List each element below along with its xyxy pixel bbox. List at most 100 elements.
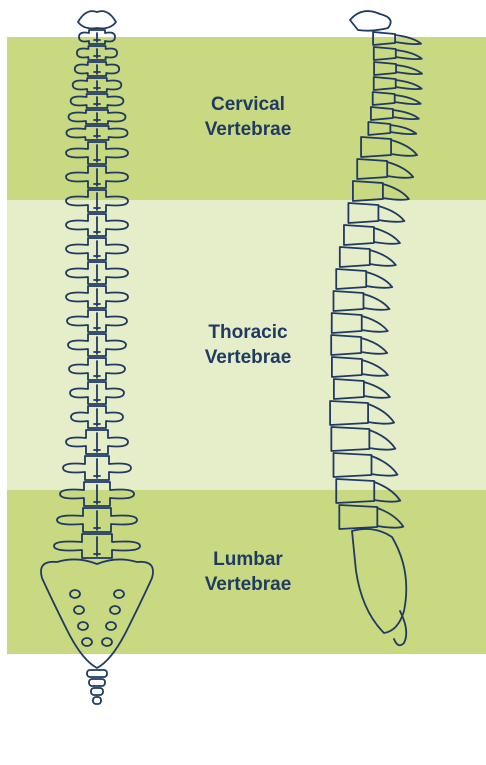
spinous-process-lateral — [366, 272, 392, 288]
coccyx-segment — [89, 679, 105, 686]
spinous-process — [94, 337, 100, 354]
thoracic-label-line1: Thoracic — [180, 320, 316, 345]
posterior-spine-view — [41, 11, 153, 704]
vertebra-lateral — [333, 291, 363, 311]
spinous-process-lateral — [377, 508, 403, 528]
lumbar-label: Lumbar Vertebrae — [180, 547, 316, 597]
atlas-top — [78, 11, 116, 28]
coccyx-segment — [91, 688, 103, 695]
spinous-process-lateral — [362, 360, 388, 376]
spinous-process-lateral — [387, 162, 413, 178]
vertebra-lateral — [332, 357, 362, 377]
coccyx-segment — [93, 697, 101, 704]
vertebra-lateral — [336, 479, 374, 503]
sacral-foramen — [102, 638, 112, 646]
vertebra-lateral — [339, 505, 377, 529]
vertebra-lateral — [336, 269, 366, 289]
spinous-process-lateral — [383, 184, 409, 200]
vertebra-lateral — [371, 107, 393, 120]
spinous-process — [94, 217, 100, 234]
spinous-process — [94, 193, 100, 210]
spinous-process-lateral — [374, 482, 400, 502]
cervical-label-line2: Vertebrae — [180, 117, 316, 142]
spinous-process — [94, 265, 100, 282]
sacral-foramen — [110, 606, 120, 614]
spinous-process — [94, 145, 100, 162]
sacral-foramen — [78, 622, 88, 630]
lumbar-label-line1: Lumbar — [180, 547, 316, 572]
spinous-process-lateral — [364, 382, 390, 398]
spinous-process-lateral — [378, 206, 404, 222]
spinous-process — [94, 433, 100, 452]
spinous-process-lateral — [390, 125, 416, 134]
sacral-foramen — [70, 590, 80, 598]
vertebra-lateral — [374, 62, 396, 75]
vertebra-lateral — [373, 32, 395, 45]
spinous-process — [94, 49, 100, 58]
spinous-process-lateral — [393, 110, 419, 119]
spinous-process — [94, 361, 100, 378]
spinous-process-lateral — [369, 430, 395, 450]
vertebra-lateral — [330, 401, 368, 425]
vertebra-lateral — [357, 159, 387, 179]
vertebra-lateral — [344, 225, 374, 245]
lateral-spine-view — [330, 11, 422, 645]
spinous-process — [94, 289, 100, 306]
coccyx-lateral — [394, 611, 406, 645]
spinous-process — [94, 485, 100, 504]
sacrum-lateral — [352, 529, 406, 633]
spinous-process-lateral — [391, 140, 417, 156]
spinous-process — [94, 459, 100, 478]
spinous-process-lateral — [374, 228, 400, 244]
spinous-process — [94, 511, 100, 530]
thoracic-label: Thoracic Vertebrae — [180, 320, 316, 370]
spinous-process — [94, 385, 100, 402]
thoracic-label-line2: Vertebrae — [180, 345, 316, 370]
cervical-label-line1: Cervical — [180, 92, 316, 117]
vertebra-lateral — [331, 427, 369, 451]
spinous-process-lateral — [396, 50, 422, 59]
spinous-process — [94, 65, 100, 74]
spinous-process — [94, 113, 100, 122]
vertebra-lateral — [332, 313, 362, 333]
vertebra-lateral — [374, 47, 396, 60]
sacral-foramen — [114, 590, 124, 598]
spinous-process — [94, 129, 100, 138]
vertebra-lateral — [368, 122, 390, 135]
sacral-foramen — [82, 638, 92, 646]
vertebra-lateral — [340, 247, 370, 267]
spinous-process-lateral — [396, 80, 422, 89]
sacral-foramen — [74, 606, 84, 614]
spinous-process — [94, 33, 100, 42]
vertebra-lateral — [353, 181, 383, 201]
spinous-process-lateral — [371, 456, 397, 476]
spinous-process — [94, 537, 100, 556]
spinous-process-lateral — [368, 404, 394, 424]
lumbar-label-line2: Vertebrae — [180, 572, 316, 597]
spinous-process-lateral — [396, 65, 422, 74]
sacrum — [41, 559, 153, 668]
cervical-label: Cervical Vertebrae — [180, 92, 316, 142]
atlas-lateral — [350, 11, 391, 31]
spinous-process — [94, 97, 100, 106]
vertebra-lateral — [361, 137, 391, 157]
spinous-process — [94, 169, 100, 186]
spinous-process-lateral — [395, 95, 421, 104]
spinous-process — [94, 241, 100, 258]
vertebra-lateral — [334, 379, 364, 399]
spinous-process-lateral — [362, 316, 388, 332]
vertebra-lateral — [348, 203, 378, 223]
vertebra-lateral — [373, 92, 395, 105]
spinous-process-lateral — [370, 250, 396, 266]
spinous-process-lateral — [363, 294, 389, 310]
vertebra-lateral — [333, 453, 371, 477]
vertebra-lateral — [374, 77, 396, 90]
spinous-process — [94, 313, 100, 330]
spinous-process-lateral — [361, 338, 387, 354]
sacral-foramen — [106, 622, 116, 630]
coccyx-segment — [87, 670, 107, 677]
vertebra-lateral — [331, 335, 361, 355]
spinous-process — [94, 409, 100, 426]
spinous-process-lateral — [395, 35, 421, 44]
spinous-process — [94, 81, 100, 90]
